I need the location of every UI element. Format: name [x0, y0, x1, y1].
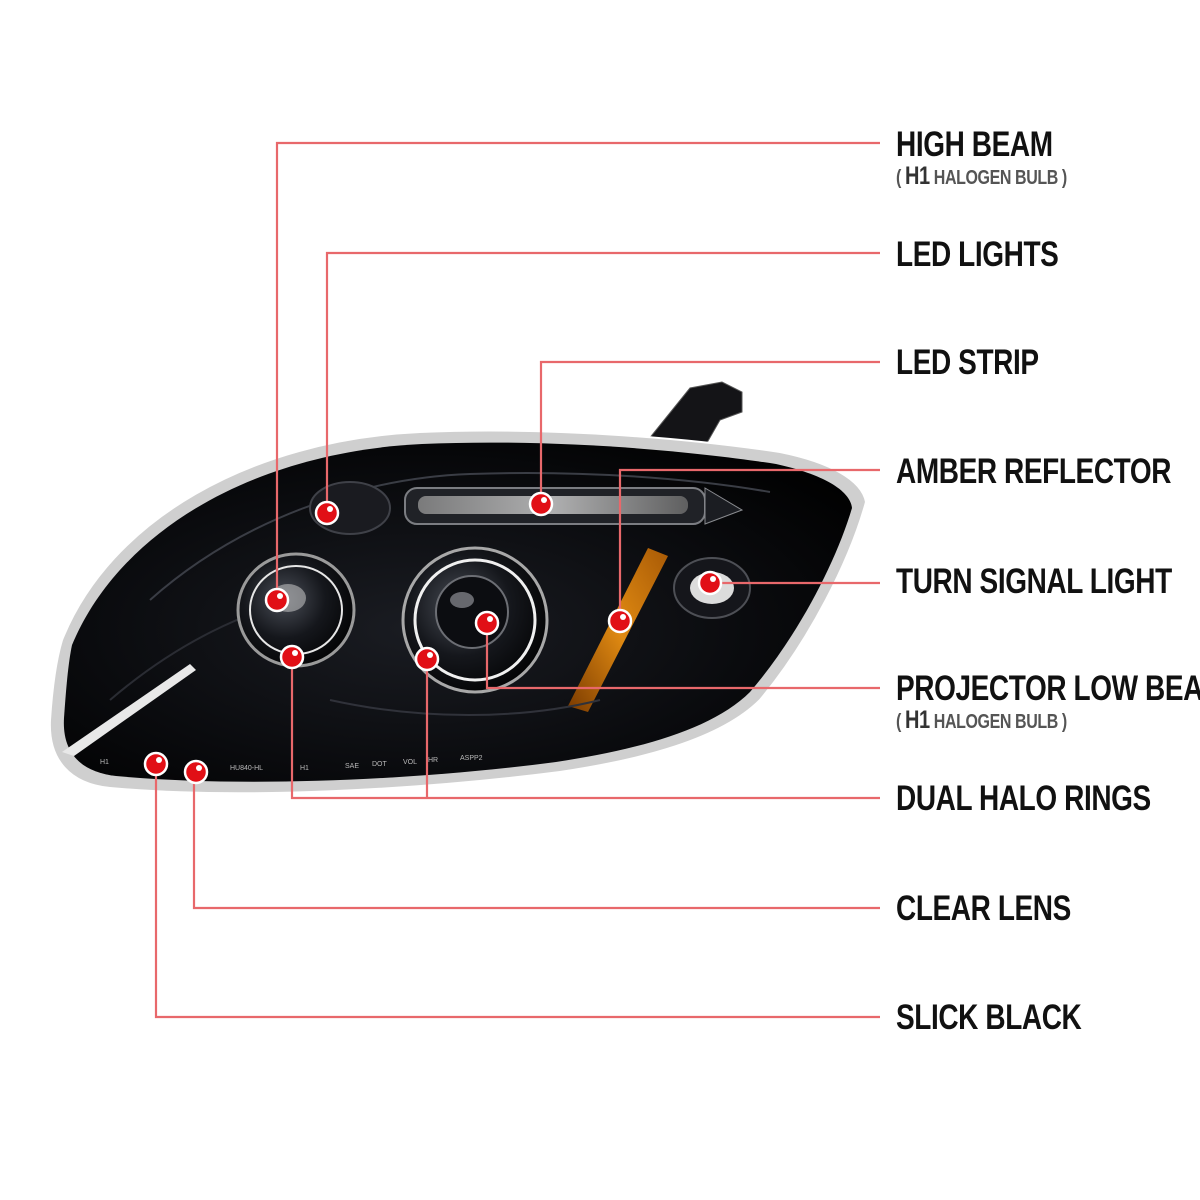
lamp-markings: H1 HU840-HL H1 SAE DOT VOL HR ASPP2	[100, 755, 483, 772]
lamp-marking: H1	[100, 759, 109, 766]
lamp-marking: SAE	[345, 763, 359, 770]
marker-dot-led-lights	[314, 500, 340, 526]
callout-label: DUAL HALO RINGS	[896, 779, 1151, 818]
callout-label: CLEAR LENS	[896, 889, 1071, 928]
callout-led-strip: LED STRIP	[896, 344, 1039, 382]
callout-label: SLICK BLACK	[896, 998, 1082, 1037]
callout-label: LED LIGHTS	[896, 235, 1059, 274]
projector-lens	[435, 575, 509, 649]
leader-line-led-lights	[325, 251, 880, 513]
callout-slick-black: SLICK BLACK	[896, 998, 1082, 1037]
lamp-marking: VOL	[403, 759, 417, 766]
leader-line-led-strip	[539, 360, 880, 504]
sublabel-close: )	[1061, 711, 1067, 733]
leader-line-clear-lens	[192, 772, 880, 910]
callout-label: AMBER REFLECTOR	[896, 452, 1172, 491]
sublabel-open: (	[896, 711, 905, 733]
chrome-accent	[62, 664, 196, 756]
callout-label: PROJECTOR LOW BEAM	[896, 669, 1200, 708]
callout-led-lights: LED LIGHTS	[896, 235, 1059, 274]
leader-line-projector-low-beam	[485, 623, 880, 690]
lamp-marking: ASPP2	[460, 755, 483, 762]
callout-sublabel: ( H1 HALOGEN BULB )	[896, 164, 1067, 190]
marker-dot-clear-lens	[183, 759, 209, 785]
bulb-type: H1	[904, 162, 930, 190]
leader-line-amber-reflector	[618, 468, 880, 621]
callout-clear-lens: CLEAR LENS	[896, 890, 1071, 928]
headlight-illustration	[48, 381, 868, 795]
callout-dual-halo-rings: DUAL HALO RINGS	[896, 780, 1151, 818]
lamp-marking: H1	[300, 765, 309, 772]
sublabel-text: HALOGEN BULB	[929, 711, 1062, 733]
marker-dot-turn-signal	[697, 570, 723, 596]
marker-dot-amber-reflector	[607, 608, 633, 634]
lamp-marking: DOT	[372, 761, 388, 768]
callout-label: HIGH BEAM	[896, 125, 1053, 164]
callout-markers	[143, 491, 723, 785]
callout-label: TURN SIGNAL LIGHT	[896, 562, 1172, 601]
callout-projector-low-beam: PROJECTOR LOW BEAM ( H1 HALOGEN BULB )	[896, 670, 1200, 734]
halo-ring	[413, 558, 537, 682]
leader-line-high-beam	[275, 141, 880, 600]
callout-high-beam: HIGH BEAM ( H1 HALOGEN BULB )	[896, 126, 1067, 190]
sublabel-text: HALOGEN BULB	[929, 167, 1062, 189]
leader-line-slick-black	[154, 764, 880, 1019]
callout-label: LED STRIP	[896, 343, 1039, 382]
leader-lines	[154, 141, 880, 1019]
sublabel-close: )	[1061, 167, 1067, 189]
sublabel-open: (	[896, 167, 905, 189]
callout-turn-signal-light: TURN SIGNAL LIGHT	[896, 563, 1172, 601]
marker-dot-slick-black	[143, 751, 169, 777]
marker-dot-high-beam	[264, 587, 290, 613]
callout-sublabel: ( H1 HALOGEN BULB )	[896, 708, 1200, 734]
marker-dot-halo-ring-right	[414, 646, 440, 672]
marker-dot-projector-low-beam	[474, 610, 500, 636]
bulb-type: H1	[904, 706, 930, 734]
marker-dot-led-strip	[528, 491, 554, 517]
callout-amber-reflector: AMBER REFLECTOR	[896, 453, 1171, 491]
lamp-marking: HU840-HL	[230, 765, 263, 772]
leader-line-halo-rings	[290, 657, 880, 800]
marker-dot-halo-ring-left	[279, 644, 305, 670]
lamp-marking: HR	[428, 757, 438, 764]
